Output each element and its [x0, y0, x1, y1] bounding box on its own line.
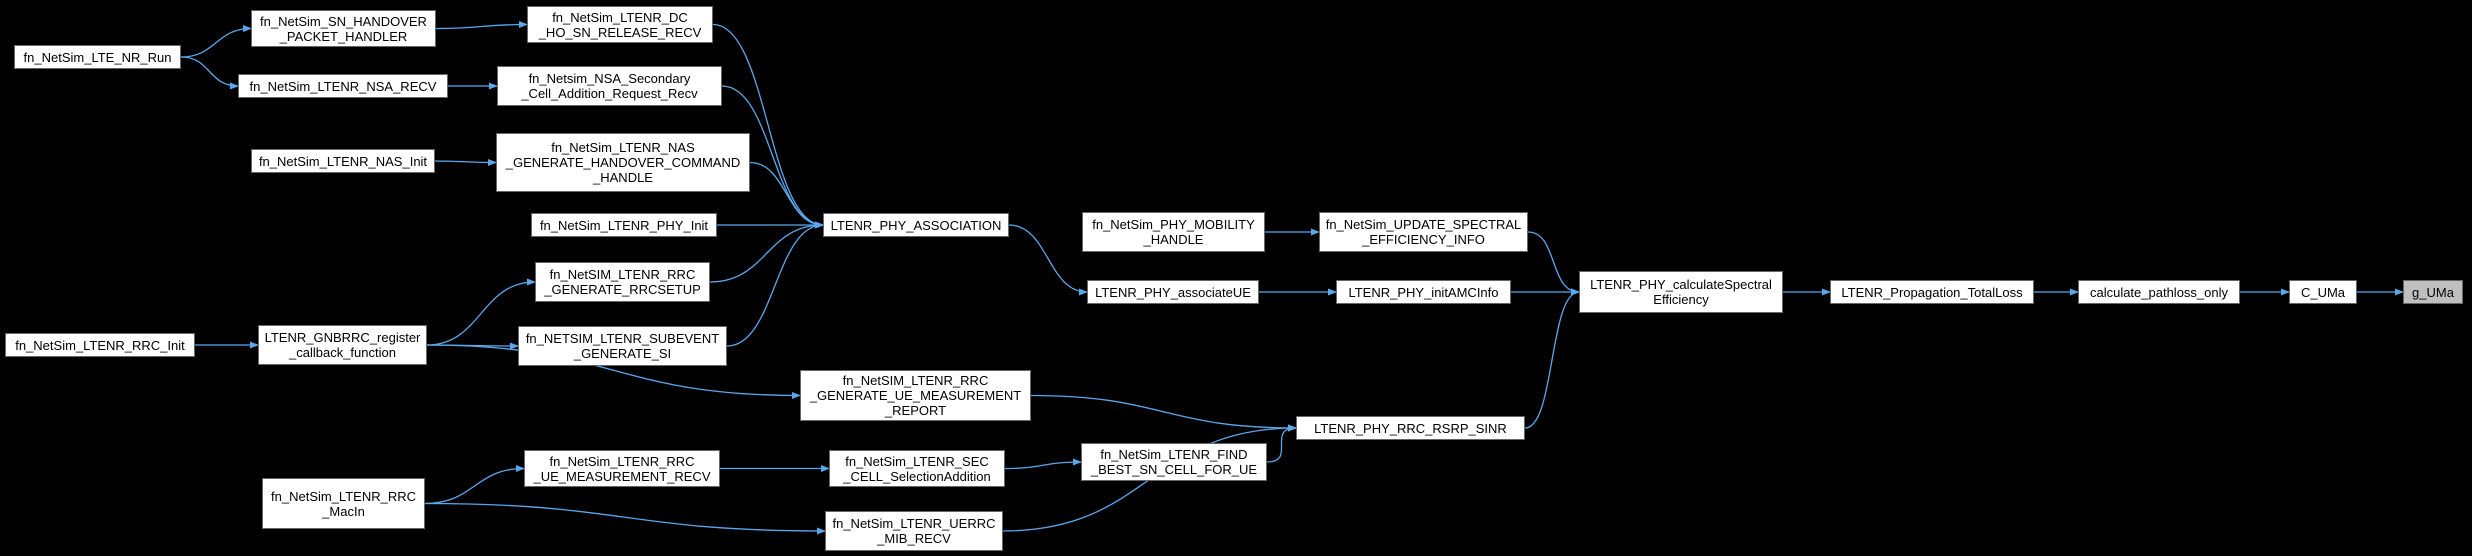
node-uerrc-mib[interactable]: fn_NetSim_LTENR_UERRC _MIB_RECV [825, 511, 1003, 551]
edge-phy-rrc-rsrp-to-phy-calc-spectral [1524, 288, 1580, 429]
node-g-uma[interactable]: g_UMa [2403, 280, 2463, 304]
node-sec-cell-sel[interactable]: fn_NetSim_LTENR_SEC _CELL_SelectionAddit… [829, 450, 1005, 487]
node-rrc-init[interactable]: fn_NetSim_LTENR_RRC_Init [5, 333, 195, 357]
node-nsa-recv[interactable]: fn_NetSim_LTENR_NSA_RECV [238, 74, 448, 98]
edge-lte-nr-run-to-sn-handover [180, 24, 252, 58]
node-subevent-si[interactable]: fn_NETSIM_LTENR_SUBEVENT _GENERATE_SI [518, 326, 727, 366]
edge-lte-nr-run-to-nsa-recv [180, 56, 239, 90]
edge-update-spectral-to-phy-calc-spectral [1527, 231, 1580, 296]
edge-sn-handover-to-dc-ho-sn [435, 20, 528, 30]
node-find-best-sn[interactable]: fn_NetSim_LTENR_FIND _BEST_SN_CELL_FOR_U… [1081, 443, 1267, 481]
node-rrc-generate-ue-mr[interactable]: fn_NetSIM_LTENR_RRC _GENERATE_UE_MEASURE… [800, 370, 1031, 421]
node-dc-ho-sn[interactable]: fn_NetSim_LTENR_DC _HO_SN_RELEASE_RECV [527, 6, 713, 43]
node-rrc-ue-mr-recv[interactable]: fn_NetSim_LTENR_RRC _UE_MEASUREMENT_RECV [524, 450, 720, 487]
node-phy-rrc-rsrp[interactable]: LTENR_PHY_RRC_RSRP_SINR [1296, 416, 1525, 440]
node-propagation-total[interactable]: LTENR_Propagation_TotalLoss [1830, 280, 2034, 304]
edge-rrc-macin-to-uerrc-mib [424, 502, 826, 535]
node-phy-associate-ue[interactable]: LTENR_PHY_associateUE [1087, 280, 1259, 304]
edge-dc-ho-sn-to-phy-association [712, 23, 824, 229]
node-rrc-setup[interactable]: fn_NetSIM_LTENR_RRC _GENERATE_RRCSETUP [535, 262, 710, 302]
edge-nas-generate-to-phy-association [749, 161, 824, 229]
node-update-spectral[interactable]: fn_NetSim_UPDATE_SPECTRAL _EFFICIENCY_IN… [1319, 212, 1528, 252]
edge-gnbrrc-register-to-rrc-generate-ue-mr [426, 344, 801, 400]
node-nsa-secondary[interactable]: fn_Netsim_NSA_Secondary _Cell_Addition_R… [497, 66, 722, 106]
node-lte-nr-run[interactable]: fn_NetSim_LTE_NR_Run [14, 45, 181, 69]
node-c-uma[interactable]: C_UMa [2289, 280, 2357, 304]
node-calc-pathloss[interactable]: calculate_pathloss_only [2078, 280, 2240, 304]
node-phy-calc-spectral[interactable]: LTENR_PHY_calculateSpectral Efficiency [1579, 271, 1783, 313]
edge-find-best-sn-to-phy-rrc-rsrp [1266, 424, 1297, 463]
edge-rrc-setup-to-phy-association [709, 221, 824, 283]
node-sn-handover[interactable]: fn_NetSim_SN_HANDOVER _PACKET_HANDLER [251, 10, 436, 47]
node-phy-association[interactable]: LTENR_PHY_ASSOCIATION [823, 213, 1009, 237]
node-nas-init[interactable]: fn_NetSim_LTENR_NAS_Init [251, 149, 435, 173]
edge-subevent-si-to-phy-association [726, 221, 824, 347]
edge-nas-init-to-nas-generate [434, 158, 497, 167]
node-nas-generate[interactable]: fn_NetSim_LTENR_NAS _GENERATE_HANDOVER_C… [496, 133, 750, 192]
edge-rrc-generate-ue-mr-to-phy-rrc-rsrp [1030, 394, 1297, 432]
node-phy-init[interactable]: fn_NetSim_LTENR_PHY_Init [531, 213, 717, 237]
edge-gnbrrc-register-to-rrc-setup [426, 278, 536, 346]
node-gnbrrc-register[interactable]: LTENR_GNBRRC_register _callback_function [258, 325, 427, 365]
node-phy-init-amc[interactable]: LTENR_PHY_initAMCInfo [1336, 280, 1511, 304]
edge-rrc-macin-to-rrc-ue-mr-recv [424, 464, 525, 505]
node-phy-mobility[interactable]: fn_NetSim_PHY_MOBILITY _HANDLE [1082, 212, 1265, 252]
node-rrc-macin[interactable]: fn_NetSim_LTENR_RRC _MacIn [262, 478, 425, 529]
edge-sec-cell-sel-to-find-best-sn [1004, 458, 1082, 470]
edge-phy-association-to-phy-associate-ue [1008, 224, 1088, 296]
